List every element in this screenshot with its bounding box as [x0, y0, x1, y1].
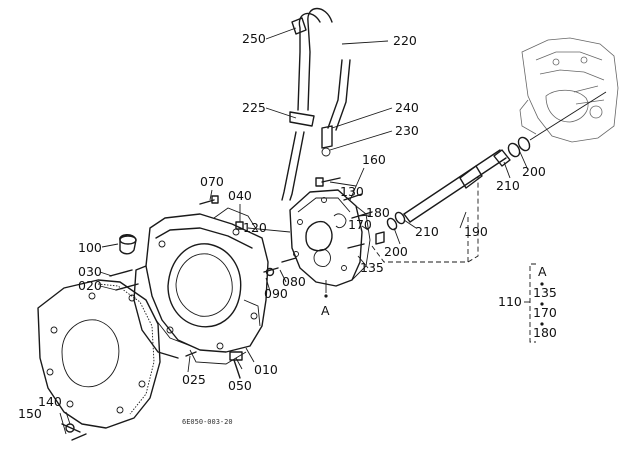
label-200-left: 200	[384, 244, 408, 259]
label-110: 110	[498, 294, 522, 309]
label-120: 120	[243, 220, 267, 235]
engine-block-outline	[519, 37, 619, 143]
label-050: 050	[228, 378, 252, 393]
part-labels: 250 220 225 240 230 160 130 070 040 120 …	[18, 31, 546, 426]
label-ref-a: A	[321, 303, 330, 318]
label-040: 040	[228, 188, 252, 203]
group-110-ref: A	[538, 264, 547, 279]
label-250: 250	[242, 31, 266, 46]
label-070: 070	[200, 174, 224, 189]
label-100: 100	[78, 240, 102, 255]
label-150: 150	[18, 406, 42, 421]
label-200-right: 200	[522, 164, 546, 179]
label-030: 030	[78, 264, 102, 279]
drive-shaft	[386, 91, 607, 231]
label-180: 180	[366, 205, 390, 220]
drawing-code: 6E050-003-20	[182, 418, 233, 426]
label-025: 025	[182, 372, 206, 387]
label-080: 080	[282, 274, 306, 289]
label-130: 130	[340, 184, 364, 199]
group-110-item-1: 135	[533, 285, 557, 300]
label-160: 160	[362, 152, 386, 167]
label-020: 020	[78, 278, 102, 293]
label-240: 240	[395, 100, 419, 115]
label-210-left: 210	[415, 224, 439, 239]
label-135: 135	[360, 260, 384, 275]
group-110-item-3: 180	[533, 325, 557, 340]
label-170: 170	[348, 217, 372, 232]
label-140: 140	[38, 394, 62, 409]
hose-assembly	[281, 7, 351, 201]
ref-point-a	[324, 294, 328, 298]
leader-lines	[59, 27, 529, 435]
label-230: 230	[395, 123, 419, 138]
label-210-right: 210	[496, 178, 520, 193]
group-110-callout: 110 A 135 170 180	[498, 263, 557, 343]
label-090: 090	[264, 286, 288, 301]
label-220: 220	[393, 33, 417, 48]
label-010: 010	[254, 362, 278, 377]
label-190: 190	[464, 224, 488, 239]
gear-case	[289, 189, 371, 287]
label-225: 225	[242, 100, 266, 115]
fasteners	[61, 177, 385, 441]
flywheel-plate	[37, 279, 161, 429]
group-110-item-2: 170	[533, 305, 557, 320]
